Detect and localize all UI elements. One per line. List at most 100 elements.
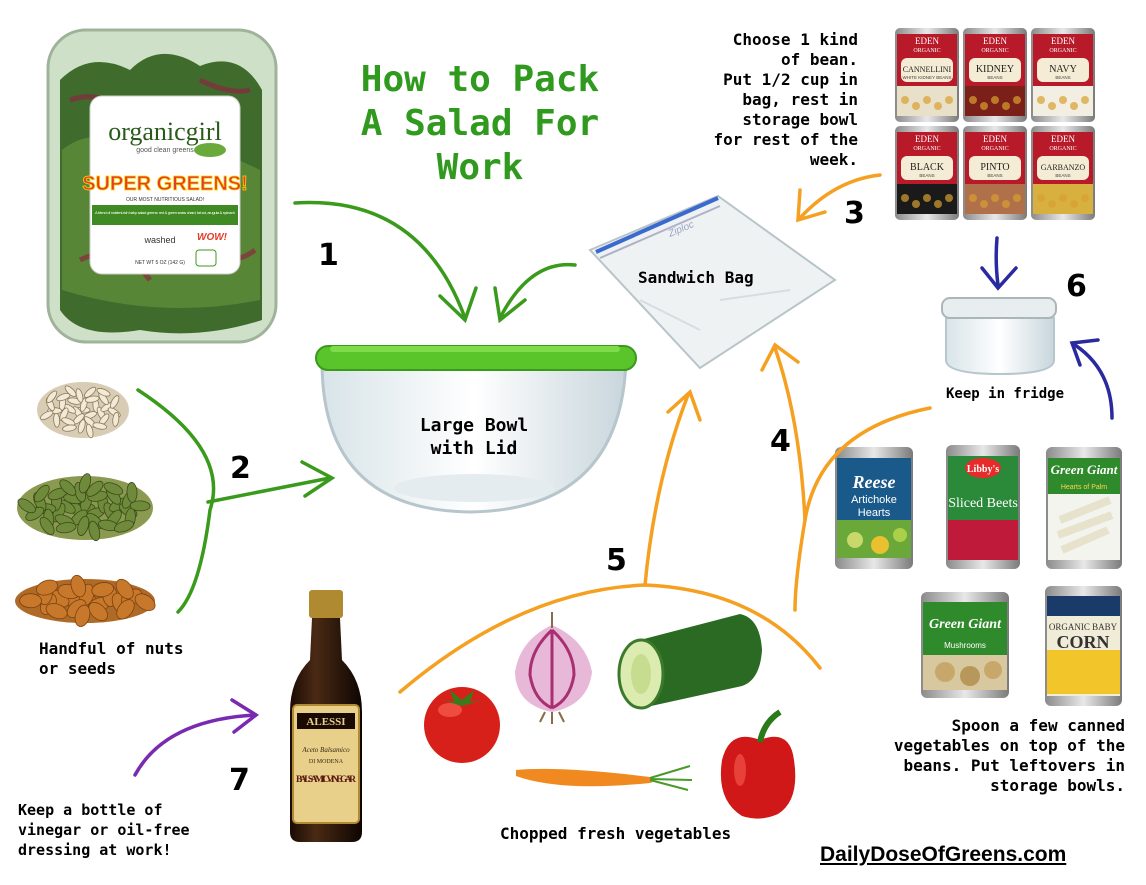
step-1-number: 1 (318, 238, 339, 273)
svg-text:CORN: CORN (1057, 632, 1110, 652)
sunflower-seed (46, 390, 58, 403)
organic-corn-can: ORGANIC BABY CORN (1045, 586, 1122, 706)
pumpkin-seeds-image (17, 473, 153, 542)
svg-text:Libby's: Libby's (967, 464, 999, 475)
sunflower-seed (85, 423, 94, 439)
pumpkin-seed (17, 498, 36, 514)
tomato-image (424, 687, 500, 763)
arrow-4-cans-to-bag (760, 342, 932, 612)
large-bowl-image (315, 345, 637, 514)
bean-brand: EDEN (915, 134, 939, 144)
bean-brand-sub: ORGANIC (1049, 48, 1076, 54)
sunflower-seed (59, 407, 69, 422)
red-onion-image (515, 612, 592, 724)
walnut-piece (70, 574, 87, 598)
svg-text:OUR MOST NUTRITIOUS SALAD!: OUR MOST NUTRITIOUS SALAD! (126, 197, 204, 203)
artichoke-hearts-can: Reese Artichoke Hearts (835, 447, 913, 569)
svg-text:Green Giant: Green Giant (1051, 462, 1118, 477)
svg-text:A blend of nutrient-rich baby: A blend of nutrient-rich baby salad gree… (95, 210, 235, 215)
bean-name: GARBANZO (1041, 163, 1086, 172)
sunflower-seed (64, 385, 77, 397)
svg-text:Artichoke: Artichoke (851, 494, 897, 506)
svg-text:Green Giant: Green Giant (929, 617, 1002, 632)
walnut-piece (35, 579, 59, 596)
sunflower-seed (61, 417, 76, 426)
red-pepper-image (720, 709, 796, 819)
bean-sub: BEANS (919, 173, 934, 178)
bean-sub: WHITE KIDNEY BEANS (903, 75, 952, 80)
svg-text:Sliced Beets: Sliced Beets (948, 496, 1018, 511)
page-title: How to Pack A Salad For Work (360, 59, 600, 188)
bean-sub: BEANS (1055, 75, 1070, 80)
website-link[interactable]: DailyDoseOfGreens.com (820, 843, 1067, 866)
bean-name: KIDNEY (976, 64, 1014, 75)
bean-brand-sub: ORGANIC (981, 146, 1008, 152)
pumpkin-seed (86, 480, 104, 497)
sunflower-seed (40, 410, 54, 421)
svg-text:Mushrooms: Mushrooms (944, 641, 986, 650)
bowl-label: Large Bowl with Lid (419, 415, 529, 459)
salad-greens-container: organicgirl good clean greens SUPER GREE… (46, 28, 278, 344)
bean-brand-sub: ORGANIC (913, 48, 940, 54)
svg-text:good clean greens: good clean greens (136, 147, 194, 154)
step-4-number: 4 (770, 424, 791, 459)
step-7-number: 7 (229, 763, 250, 798)
bean-brand-sub: ORGANIC (913, 146, 940, 152)
vinegar-instructions: Keep a bottle of vinegar or oil-free dre… (18, 801, 190, 859)
walnuts-image (15, 574, 156, 627)
vegetables-label: Chopped fresh vegetables (500, 824, 732, 843)
pumpkin-seed (126, 482, 138, 503)
bean-brand: EDEN (1051, 36, 1075, 46)
pumpkin-seed (78, 473, 92, 494)
sunflower-seed (77, 419, 86, 434)
arrow-6-beans-to-storage (980, 236, 1018, 291)
pumpkin-seed (103, 482, 124, 496)
step-3-number: 3 (844, 196, 865, 231)
pumpkin-seed (59, 479, 77, 496)
bean-name: NAVY (1049, 64, 1077, 75)
bean-brand-sub: ORGANIC (1049, 146, 1076, 152)
hearts-of-palm-can: Green Giant Hearts of Palm (1046, 447, 1122, 569)
arrow-1-bag-to-bowl (493, 262, 577, 324)
vinegar-name: BALSAMIC VINEGAR (296, 775, 356, 785)
walnut-piece (91, 582, 115, 598)
svg-text:Hearts: Hearts (858, 507, 891, 519)
pumpkin-seed (77, 515, 90, 536)
bean-brand: EDEN (983, 36, 1007, 46)
bean-sub: BEANS (987, 173, 1002, 178)
arrow-1-greens-to-bowl (293, 200, 478, 324)
balsamic-vinegar-bottle: ALESSI Aceto Balsamico DI MODENA BALSAMI… (290, 590, 362, 842)
svg-text:ORGANIC BABY: ORGANIC BABY (1049, 622, 1118, 632)
fridge-label: Keep in fridge (946, 386, 1065, 402)
pumpkin-seed (34, 484, 50, 503)
sunflower-seed (96, 388, 111, 397)
svg-text:washed: washed (143, 235, 175, 245)
mushrooms-can: Green Giant Mushrooms (921, 592, 1009, 698)
arrow-3-beans-to-bag (796, 173, 882, 223)
svg-text:Aceto Balsamico: Aceto Balsamico (301, 746, 350, 754)
sunflower-seed (110, 395, 120, 409)
greens-name: SUPER GREENS! (82, 173, 248, 195)
bean-name: BLACK (910, 162, 945, 173)
sunflower-seed (84, 395, 100, 403)
sunflower-seed (112, 412, 120, 427)
bean-name: CANNELLINI (903, 65, 952, 74)
bean-brand: EDEN (915, 36, 939, 46)
arrow-2-nuts-to-bowl (136, 388, 336, 614)
arrow-6-cans-to-storage (1069, 338, 1114, 420)
greens-brand: organicgirl (108, 117, 222, 146)
sunflower-seed (62, 424, 77, 432)
sunflower-seed (92, 422, 108, 430)
svg-text:Reese: Reese (852, 472, 896, 492)
nuts-label: Handful of nuts or seeds (39, 639, 184, 678)
bag-label: Sandwich Bag (638, 268, 754, 287)
sandwich-bag-image: Ziploc (588, 194, 837, 370)
carrot-image (516, 765, 693, 791)
step-5-number: 5 (606, 543, 627, 578)
